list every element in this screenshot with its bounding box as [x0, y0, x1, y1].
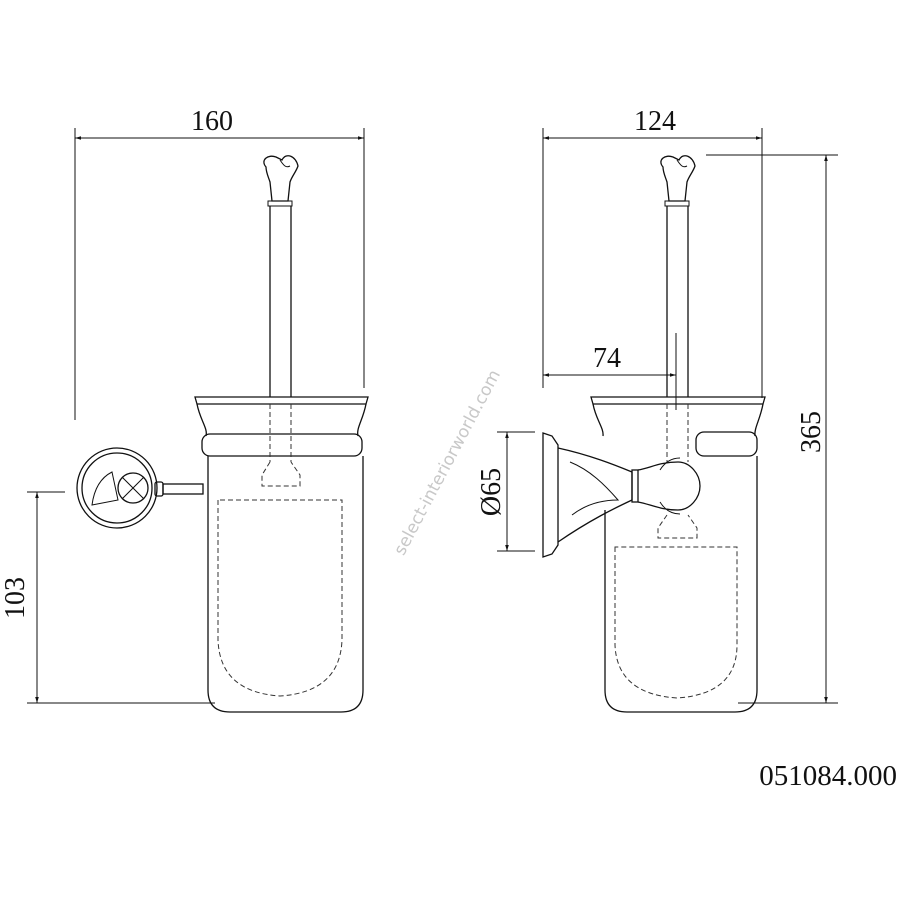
bracket-leaf-tips	[659, 457, 681, 515]
dimension-label-103: 103	[0, 577, 31, 619]
dimension-label-74: 74	[593, 343, 621, 374]
cup-inner-hidden	[614, 546, 738, 699]
product-code: 051084.000	[759, 760, 897, 792]
brush-collar	[267, 200, 293, 207]
side-view: 124 365 74 Ø65	[476, 106, 838, 713]
front-view: 160 103	[0, 106, 369, 713]
cup-flare	[196, 403, 367, 437]
cup-rim	[590, 396, 766, 405]
glass-cup	[207, 456, 364, 713]
brush-knob-detail	[676, 159, 688, 168]
wall-plate	[542, 432, 559, 558]
brush-collar	[664, 200, 690, 207]
dimension-label-365: 365	[796, 411, 827, 453]
brush-knob	[660, 155, 696, 202]
rosette-leaf	[91, 471, 119, 506]
glass-cup	[604, 456, 758, 713]
brush-hidden-lines	[261, 404, 301, 487]
brush-hidden-lines	[657, 404, 698, 539]
dimension-label-124: 124	[634, 106, 676, 137]
rosette-cross	[121, 476, 145, 500]
holder-ring	[695, 431, 758, 457]
holder-arm	[162, 483, 204, 495]
bracket-head	[637, 461, 701, 511]
brush-knob-detail	[279, 159, 291, 168]
holder-ring	[201, 433, 363, 457]
cup-inner-hidden	[217, 499, 343, 697]
cup-rim	[194, 396, 369, 405]
dimension-label-160: 160	[191, 106, 233, 137]
brush-knob	[263, 155, 299, 202]
wall-rosette-inner	[81, 452, 153, 524]
bracket-leaf	[569, 461, 620, 516]
wall-rosette	[76, 447, 158, 529]
dimension-label-65: Ø65	[476, 468, 507, 516]
rosette-knob	[117, 472, 149, 504]
bracket-body	[557, 447, 633, 543]
bracket-collar	[631, 469, 639, 503]
watermark: select-interiorworld.com	[390, 367, 505, 559]
cup-flare	[592, 403, 764, 437]
